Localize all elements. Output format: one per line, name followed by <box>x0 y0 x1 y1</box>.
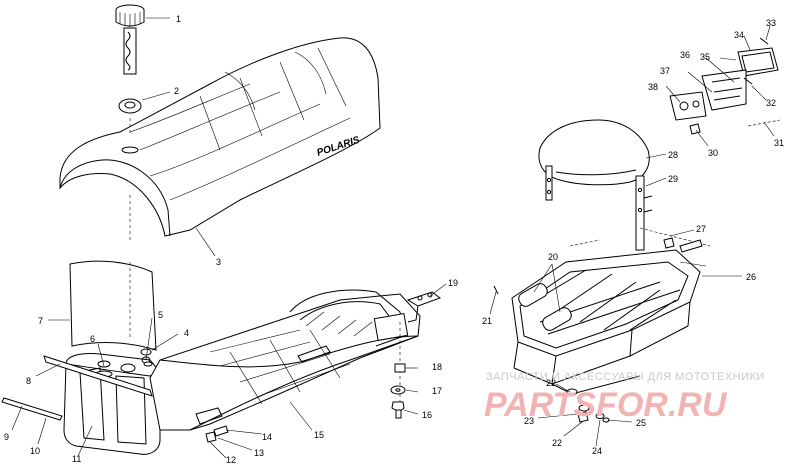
rack-hardware <box>493 285 610 423</box>
rear-rack <box>511 249 701 395</box>
callout-7: 7 <box>38 316 43 326</box>
fastener-stack <box>390 322 406 419</box>
callout-31: 31 <box>774 138 784 148</box>
callout-15: 15 <box>314 430 324 440</box>
fuel-tank <box>63 353 161 455</box>
watermark-tagline: ЗАПЧАСТИ И АКСЕССУАРЫ ДЛЯ МОТОТЕХНИКИ <box>486 371 765 383</box>
callout-9: 9 <box>4 432 9 442</box>
callout-22a: 22 <box>546 378 556 388</box>
callout-1: 1 <box>176 14 181 24</box>
callout-35: 35 <box>700 52 710 62</box>
rack-bolts <box>569 227 711 267</box>
leader-lines <box>11 17 775 459</box>
callout-13: 13 <box>254 448 264 458</box>
callout-2: 2 <box>174 86 179 96</box>
callout-20: 20 <box>548 252 558 262</box>
callout-27: 27 <box>696 224 706 234</box>
callout-6: 6 <box>90 334 95 344</box>
tail-light-assembly <box>669 37 781 135</box>
support-rod <box>1 397 63 421</box>
callout-22b: 22 <box>552 438 562 448</box>
small-hardware <box>97 348 229 443</box>
callout-17: 17 <box>432 386 442 396</box>
seat: POLARIS <box>59 37 381 237</box>
callout-3: 3 <box>216 257 221 267</box>
tank-strap <box>43 355 153 397</box>
backrest-support <box>545 165 653 251</box>
fuel-cap <box>115 4 145 75</box>
callout-10: 10 <box>30 446 40 456</box>
callout-4: 4 <box>184 328 189 338</box>
callout-37: 37 <box>660 66 670 76</box>
callout-32: 32 <box>766 98 776 108</box>
callout-21: 21 <box>482 316 492 326</box>
callout-16: 16 <box>422 410 432 420</box>
rear-tunnel <box>149 289 421 431</box>
backrest-pad <box>538 119 650 186</box>
callout-23: 23 <box>524 416 534 426</box>
callout-8: 8 <box>26 376 31 386</box>
fuel-neck-grommet <box>118 98 142 114</box>
callout-14: 14 <box>262 432 272 442</box>
heat-shield <box>69 260 157 351</box>
callout-11: 11 <box>72 454 81 464</box>
callout-5: 5 <box>158 310 163 320</box>
tail-bracket <box>406 291 442 323</box>
watermark-site: PARTSFOR.RU <box>484 386 728 424</box>
callout-38: 38 <box>648 82 658 92</box>
callout-36: 36 <box>680 50 690 60</box>
callout-30: 30 <box>708 148 718 158</box>
callout-labels: 1 2 3 4 5 6 7 8 9 10 11 12 13 14 15 16 1… <box>4 14 784 464</box>
callout-29: 29 <box>668 174 678 184</box>
watermark: ЗАПЧАСТИ И АКСЕССУАРЫ ДЛЯ МОТОТЕХНИКИ PA… <box>484 371 765 424</box>
callout-19: 19 <box>448 278 458 288</box>
callout-12: 12 <box>226 455 236 464</box>
callout-34: 34 <box>734 30 744 40</box>
callout-26: 26 <box>746 272 756 282</box>
callout-24: 24 <box>592 446 602 456</box>
callout-25: 25 <box>636 418 646 428</box>
callout-33: 33 <box>766 18 776 28</box>
callout-18: 18 <box>432 362 442 372</box>
callout-28: 28 <box>668 150 678 160</box>
